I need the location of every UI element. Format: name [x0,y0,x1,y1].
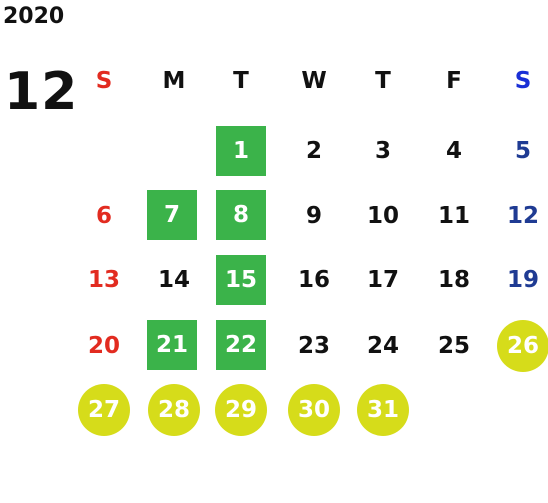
calendar-day-6[interactable]: 6 [95,202,112,229]
calendar-day-7[interactable]: 7 [147,190,197,240]
calendar-day-14[interactable]: 14 [157,266,190,293]
calendar-day-26[interactable]: 26 [497,320,548,372]
calendar-day-18[interactable]: 18 [437,266,470,293]
calendar-day-15[interactable]: 15 [216,255,266,305]
calendar-day-1[interactable]: 1 [216,126,266,176]
calendar-day-31[interactable]: 31 [357,384,409,436]
year-label: 2020 [3,4,65,29]
calendar-day-19[interactable]: 19 [506,266,539,293]
weekday-friday: F [446,67,462,94]
calendar-day-10[interactable]: 10 [366,202,399,229]
calendar-day-3[interactable]: 3 [374,137,391,164]
calendar-day-4[interactable]: 4 [445,137,462,164]
calendar-day-5[interactable]: 5 [514,137,531,164]
weekday-thursday: T [375,67,391,94]
calendar-day-23[interactable]: 23 [297,332,330,359]
calendar-day-13[interactable]: 13 [87,266,120,293]
calendar-day-22[interactable]: 22 [216,320,266,370]
month-number: 12 [4,62,79,122]
calendar-day-24[interactable]: 24 [366,332,399,359]
weekday-sunday: S [95,67,113,94]
calendar-day-25[interactable]: 25 [437,332,470,359]
weekday-tuesday: T [233,67,249,94]
calendar-day-30[interactable]: 30 [288,384,340,436]
calendar-day-27[interactable]: 27 [78,384,130,436]
calendar-day-21[interactable]: 21 [147,320,197,370]
weekday-saturday: S [514,67,532,94]
calendar-day-11[interactable]: 11 [437,202,470,229]
calendar-day-16[interactable]: 16 [297,266,330,293]
calendar-day-17[interactable]: 17 [366,266,399,293]
calendar-day-12[interactable]: 12 [506,202,539,229]
calendar-day-2[interactable]: 2 [305,137,322,164]
calendar-day-28[interactable]: 28 [148,384,200,436]
weekday-monday: M [162,67,186,94]
calendar-day-8[interactable]: 8 [216,190,266,240]
calendar-day-29[interactable]: 29 [215,384,267,436]
calendar-day-9[interactable]: 9 [305,202,322,229]
weekday-wednesday: W [301,67,327,94]
calendar-day-20[interactable]: 20 [87,332,120,359]
